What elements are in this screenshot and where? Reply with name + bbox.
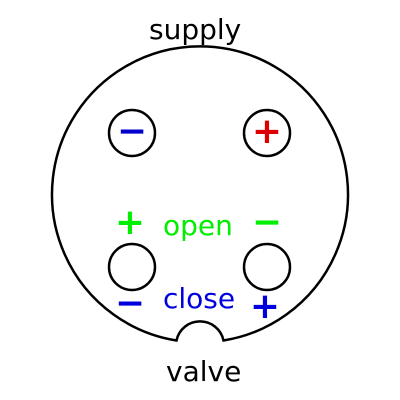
valve-label: valve [166, 355, 242, 388]
open-label: open [163, 209, 233, 242]
supply-positive-symbol: + [251, 111, 283, 152]
close-negative-symbol: − [114, 283, 146, 324]
close-positive-symbol: + [249, 286, 281, 327]
pin-top-left [107, 108, 157, 158]
supply-negative-symbol: − [116, 111, 148, 152]
pin-top-right [242, 108, 292, 158]
pin-bottom-left [107, 242, 157, 292]
pin-bottom-right [242, 242, 292, 292]
open-positive-symbol: + [114, 202, 146, 243]
connector-body [50, 45, 350, 342]
open-negative-symbol: − [251, 202, 283, 243]
close-label: close [163, 282, 236, 315]
supply-label: supply [149, 13, 242, 46]
